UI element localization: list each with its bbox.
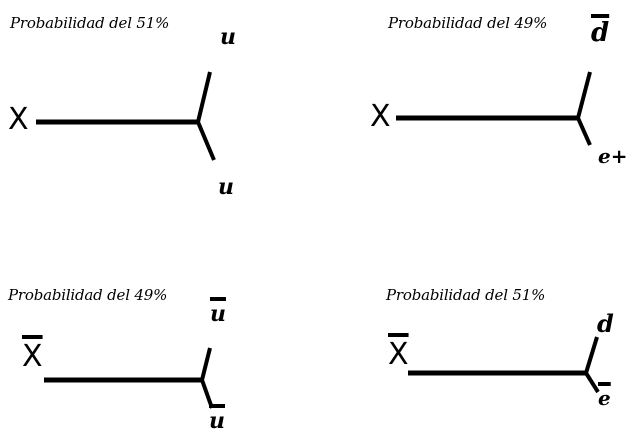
probability-caption: Probabilidad del 51%: [386, 286, 546, 304]
lower-branch-line: [196, 121, 216, 161]
lower-daughter-label: e: [598, 386, 611, 410]
decay-diagram-1-lines: [36, 71, 216, 161]
upper-daughter-label: d: [597, 309, 614, 338]
parent-particle-label: X: [388, 337, 409, 372]
upper-daughter-label: d: [591, 18, 610, 48]
upper-branch-line: [200, 347, 212, 381]
lower-branch-line: [576, 117, 592, 146]
lower-branch-line: [200, 379, 214, 409]
upper-daughter-label: u: [210, 301, 226, 327]
upper-branch-line: [584, 336, 599, 374]
decay-diagram-4-lines: [408, 336, 600, 394]
parent-particle-label: X: [22, 339, 43, 374]
probability-caption: Probabilidad del 49%: [8, 286, 168, 304]
upper-branch-line: [576, 71, 592, 119]
upper-branch-line: [196, 71, 212, 123]
lower-daughter-label: u: [218, 174, 234, 200]
lower-daughter-label: e+: [598, 144, 628, 168]
upper-daughter-label: u: [220, 24, 236, 50]
decay-diagram-3-lines: [44, 347, 214, 409]
decay-diagram-2-lines: [396, 71, 592, 146]
lower-daughter-label: u: [209, 408, 225, 434]
probability-caption: Probabilidad del 51%: [10, 14, 170, 32]
parent-particle-label: X: [8, 102, 29, 137]
parent-particle-label: X: [370, 99, 391, 134]
lower-branch-line: [584, 371, 600, 394]
probability-caption: Probabilidad del 49%: [388, 14, 548, 32]
